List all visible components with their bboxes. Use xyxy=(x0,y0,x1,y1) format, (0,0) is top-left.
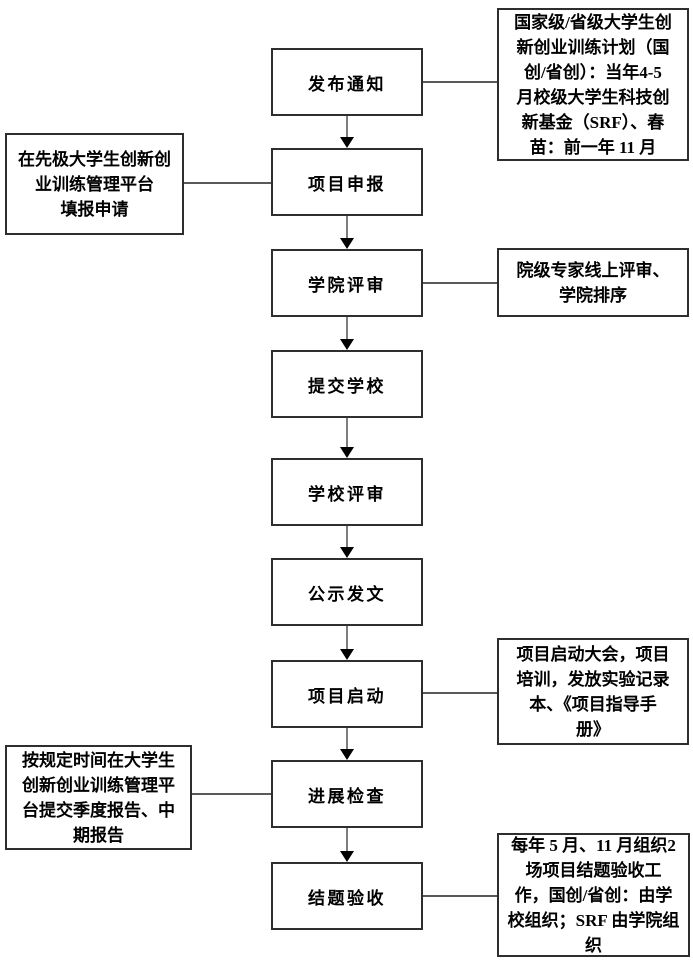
step-public-announcement: 公示发文 xyxy=(271,558,423,626)
step-label: 进展检查 xyxy=(308,786,386,806)
step-label: 学院评审 xyxy=(308,275,386,295)
arrow-line-4-5 xyxy=(346,418,348,448)
step-label: 发布通知 xyxy=(308,74,386,94)
connector-final-acceptance-note xyxy=(423,895,497,897)
step-final-acceptance: 结题验收 xyxy=(271,862,423,930)
arrowhead-1-2 xyxy=(340,137,354,148)
note-text: 在先极大学生创新创 业训练管理平台 填报申请 xyxy=(18,149,171,219)
step-progress-check: 进展检查 xyxy=(271,760,423,828)
arrowhead-4-5 xyxy=(340,447,354,458)
connector-progress-check-note xyxy=(192,793,271,795)
arrow-line-8-9 xyxy=(346,828,348,852)
step-label: 提交学校 xyxy=(308,376,386,396)
step-school-review: 学校评审 xyxy=(271,458,423,526)
note-platform-application: 在先极大学生创新创 业训练管理平台 填报申请 xyxy=(5,133,184,235)
note-application-period: 国家级/省级大学生创 新创业训练计划（国 创/省创）：当年4-5 月校级大学生科… xyxy=(497,8,689,161)
arrowhead-3-4 xyxy=(340,339,354,350)
connector-college-review-note xyxy=(423,282,497,284)
step-college-review: 学院评审 xyxy=(271,249,423,317)
note-text: 院级专家线上评审、 学院排序 xyxy=(516,260,670,305)
note-acceptance-schedule: 每年 5 月、11 月组织2 场项目结题验收工 作，国创/省创：由学 校组织；S… xyxy=(497,833,690,957)
arrowhead-8-9 xyxy=(340,851,354,862)
arrow-line-2-3 xyxy=(346,216,348,239)
step-label: 公示发文 xyxy=(308,584,386,604)
note-kickoff-meeting: 项目启动大会，项目 培训，发放实验记录 本、《项目指导手 册》 xyxy=(497,638,689,745)
step-label: 学校评审 xyxy=(308,484,386,504)
step-publish-notice: 发布通知 xyxy=(271,48,423,116)
note-progress-reports: 按规定时间在大学生 创新创业训练管理平 台提交季度报告、中 期报告 xyxy=(5,745,192,850)
arrowhead-5-6 xyxy=(340,547,354,558)
arrow-line-3-4 xyxy=(346,317,348,340)
arrow-line-7-8 xyxy=(346,728,348,750)
note-text: 每年 5 月、11 月组织2 场项目结题验收工 作，国创/省创：由学 校组织；S… xyxy=(507,835,680,955)
connector-publish-notice-note xyxy=(423,81,497,83)
note-text: 国家级/省级大学生创 新创业训练计划（国 创/省创）：当年4-5 月校级大学生科… xyxy=(514,12,672,157)
arrowhead-7-8 xyxy=(340,749,354,760)
arrowhead-6-7 xyxy=(340,649,354,660)
note-text: 项目启动大会，项目 培训，发放实验记录 本、《项目指导手 册》 xyxy=(516,644,670,739)
arrow-line-5-6 xyxy=(346,526,348,548)
arrowhead-2-3 xyxy=(340,238,354,249)
arrow-line-1-2 xyxy=(346,116,348,138)
step-project-launch: 项目启动 xyxy=(271,660,423,728)
note-college-expert-review: 院级专家线上评审、 学院排序 xyxy=(497,248,689,317)
step-label: 项目启动 xyxy=(308,686,386,706)
step-label: 项目申报 xyxy=(308,174,386,194)
arrow-line-6-7 xyxy=(346,626,348,650)
step-submit-to-school: 提交学校 xyxy=(271,350,423,418)
note-text: 按规定时间在大学生 创新创业训练管理平 台提交季度报告、中 期报告 xyxy=(22,750,175,845)
step-project-application: 项目申报 xyxy=(271,148,423,216)
connector-project-launch-note xyxy=(423,692,497,694)
step-label: 结题验收 xyxy=(308,888,386,908)
connector-application-note xyxy=(184,182,271,184)
